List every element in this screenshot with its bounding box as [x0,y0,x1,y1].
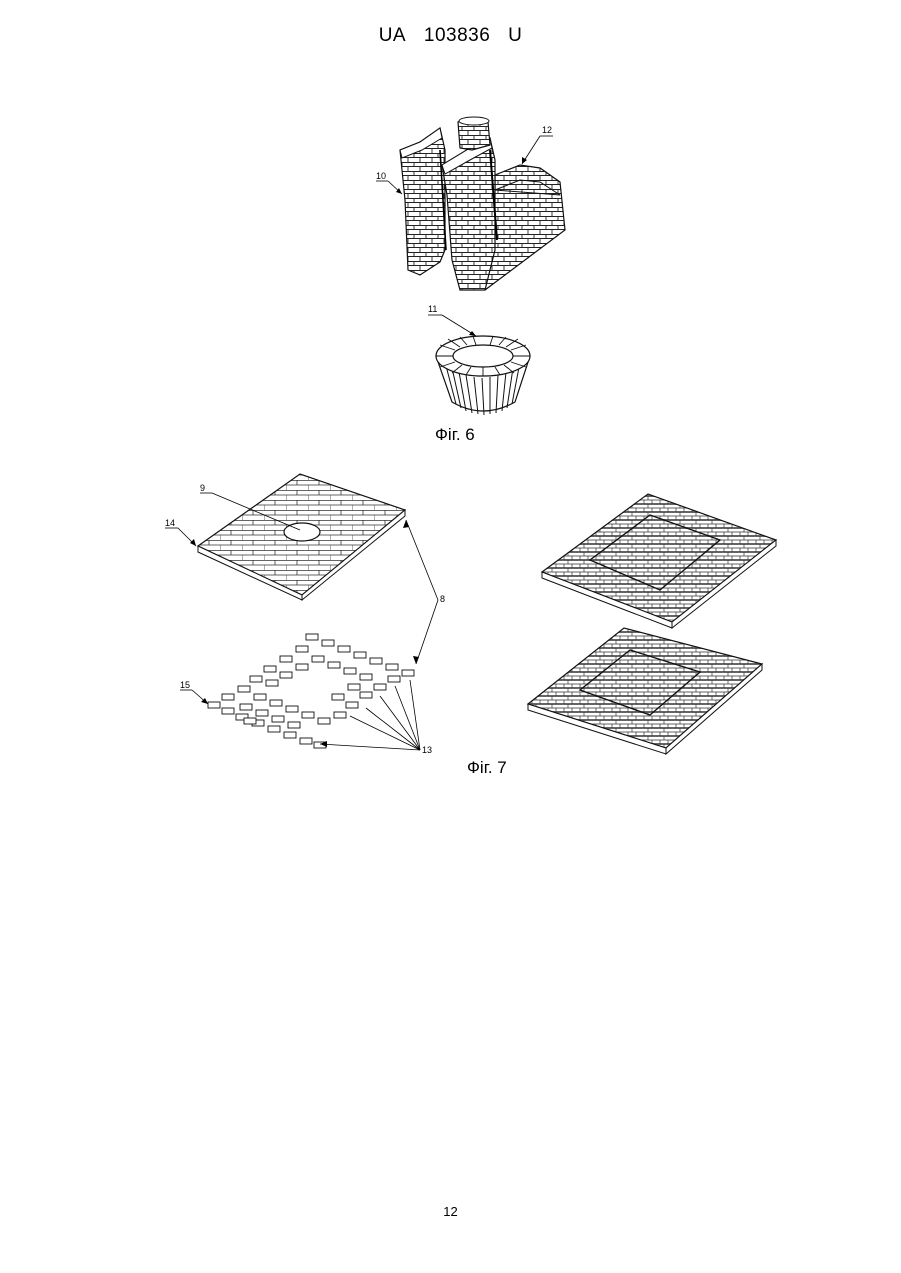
fig7-label-e: 13 [422,745,432,755]
fig7-layer-bottom-left [208,634,414,748]
fig7-label-d: 15 [180,680,190,690]
fig7-label-a: 9 [200,483,205,493]
fig7-caption: Фіг. 7 [467,758,507,778]
fig7-slab-top-left [198,474,405,600]
fig6-label-c: 11 [428,304,437,314]
fig7-slab-top-right [542,494,776,628]
fig7-label-b: 14 [165,518,175,528]
fig7-label-c: 8 [440,594,445,604]
page-number: 12 [0,1204,901,1219]
fig7-slab-bottom-right [528,628,762,754]
fig6-wall-drawing [400,117,565,290]
fig6-label-b: 12 [542,125,552,135]
fig6-label-a: 10 [376,171,386,181]
fig6-ring-drawing [436,336,530,415]
fig6-caption: Фіг. 6 [435,425,475,445]
